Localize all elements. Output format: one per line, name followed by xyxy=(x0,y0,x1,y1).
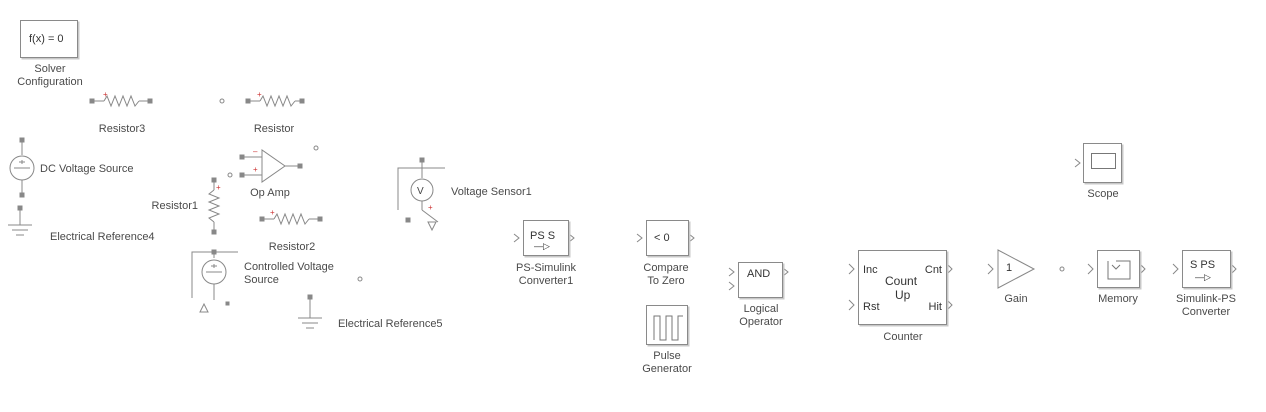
compare-icon-text: < 0 xyxy=(654,232,670,244)
resistor3-symbol[interactable]: + xyxy=(89,90,153,108)
svg-text:+: + xyxy=(103,90,108,99)
resistor2-symbol[interactable]: + xyxy=(259,208,323,226)
controlled-voltage-source-label: Controlled Voltage Source xyxy=(244,261,334,286)
solver-configuration-block[interactable]: f(x) = 0 xyxy=(20,20,78,58)
pulse-generator-label: Pulse Generator xyxy=(642,350,692,375)
scope-label: Scope xyxy=(1087,188,1119,200)
memory-icon xyxy=(1107,260,1131,280)
logical-operator-block[interactable]: AND xyxy=(738,262,783,298)
counter-port-hit: Hit xyxy=(928,301,942,313)
compare-to-zero-block[interactable]: < 0 xyxy=(646,220,689,256)
gain-symbol[interactable] xyxy=(987,249,1065,289)
logical-operator-label: Logical Operator xyxy=(739,303,783,328)
counter-label: Counter xyxy=(883,331,923,343)
gain-icon-text: 1 xyxy=(1006,262,1013,274)
compare-to-zero-label: Compare To Zero xyxy=(643,262,689,287)
counter-port-rst: Rst xyxy=(863,301,880,313)
counter-port-inc: Inc xyxy=(863,264,878,276)
resistor-label: Resistor xyxy=(253,123,295,135)
svg-text:+: + xyxy=(428,203,433,212)
op-amp-symbol[interactable]: – + xyxy=(227,145,319,183)
solver-icon-text: f(x) = 0 xyxy=(29,33,64,45)
op-amp-label: Op Amp xyxy=(250,187,290,199)
ps-simulink-icon-text: PS S xyxy=(530,230,556,242)
scope-screen-icon xyxy=(1091,153,1116,169)
logical-icon-text: AND xyxy=(747,268,771,280)
voltage-sensor-symbol[interactable]: V + xyxy=(397,157,445,232)
voltage-sensor-label: Voltage Sensor1 xyxy=(451,186,532,198)
port-arrows xyxy=(513,158,1237,311)
svg-text:V: V xyxy=(417,186,424,197)
dc-voltage-source-label: DC Voltage Source xyxy=(40,163,134,175)
resistor2-label: Resistor2 xyxy=(268,241,316,253)
solver-configuration-label: Solver Configuration xyxy=(17,63,83,88)
svg-text:–: – xyxy=(253,147,258,156)
counter-icon-line1: Count xyxy=(885,274,918,288)
svg-text:+: + xyxy=(216,183,221,192)
dc-voltage-source-symbol[interactable] xyxy=(9,137,35,198)
electrical-reference4-symbol[interactable] xyxy=(8,205,32,236)
electrical-reference4-label: Electrical Reference4 xyxy=(50,231,155,243)
pulse-wave-icon xyxy=(653,315,683,341)
simulink-ps-icon-text: S PS xyxy=(1190,259,1216,271)
simulink-ps-converter-label: Simulink-PS Converter xyxy=(1176,293,1236,318)
counter-port-cnt: Cnt xyxy=(924,264,942,276)
ps-simulink-converter-label: PS-Simulink Converter1 xyxy=(516,262,576,287)
memory-label: Memory xyxy=(1098,293,1138,305)
arrow-icon: —▷ xyxy=(1195,272,1211,282)
pulse-generator-block[interactable] xyxy=(646,305,688,345)
ps-simulink-converter-block[interactable]: PS S —▷ xyxy=(523,220,569,256)
svg-text:+: + xyxy=(253,165,258,174)
electrical-reference5-label: Electrical Reference5 xyxy=(338,318,443,330)
electrical-reference5-symbol[interactable] xyxy=(298,294,322,329)
resistor3-label: Resistor3 xyxy=(98,123,146,135)
arrow-icon: —▷ xyxy=(534,241,550,251)
resistor-symbol[interactable]: + xyxy=(219,90,305,108)
memory-block[interactable] xyxy=(1097,250,1140,288)
controlled-voltage-source-symbol[interactable] xyxy=(191,249,363,313)
gain-label: Gain xyxy=(1004,293,1028,305)
counter-icon-line2: Up xyxy=(895,288,911,302)
svg-text:+: + xyxy=(270,208,275,217)
resistor1-label: Resistor1 xyxy=(151,200,198,212)
simulink-ps-converter-block[interactable]: S PS —▷ xyxy=(1182,250,1231,288)
svg-text:+: + xyxy=(257,90,262,99)
scope-block[interactable] xyxy=(1083,143,1122,183)
resistor1-symbol[interactable]: + xyxy=(207,177,221,235)
counter-block[interactable]: Inc Rst Cnt Hit Count Up xyxy=(858,250,947,325)
